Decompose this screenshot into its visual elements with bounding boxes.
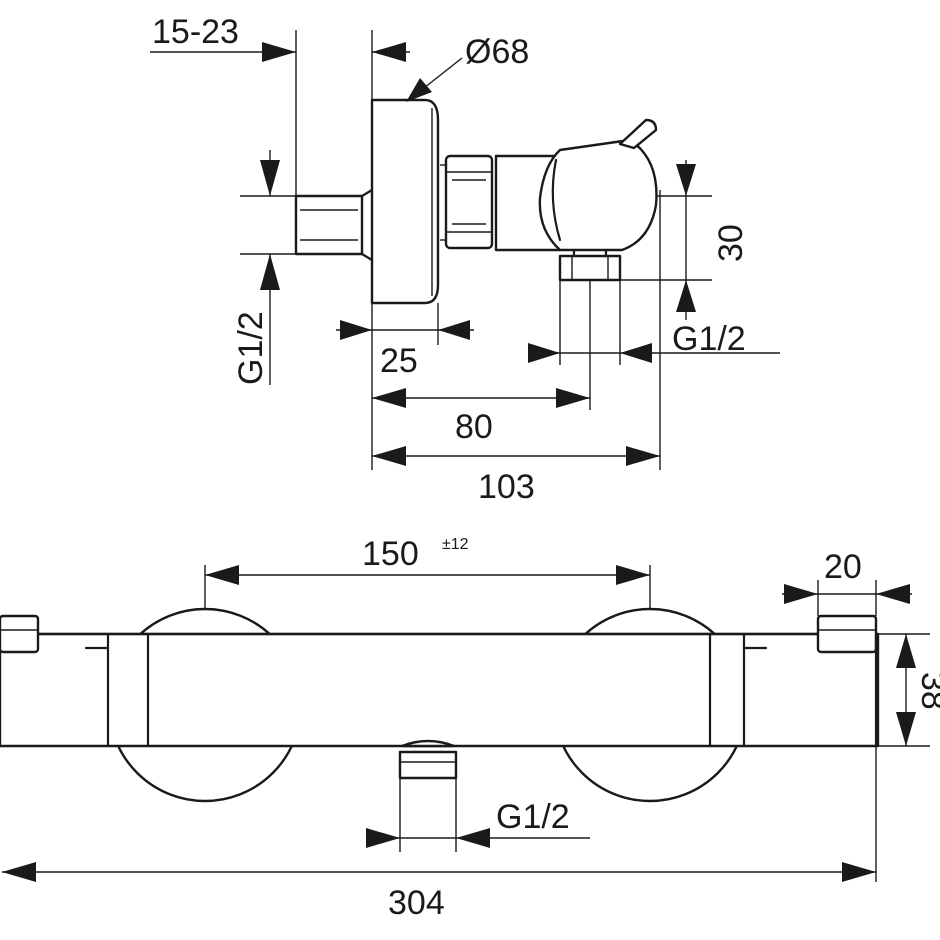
- dim-diameter-label: Ø68: [465, 33, 529, 71]
- end-cap-left: [0, 614, 40, 654]
- bottom-outlet: [398, 750, 458, 780]
- handle-knob: [538, 138, 658, 252]
- dim-g12-left-label: G1/2: [232, 311, 270, 385]
- side-view: [294, 98, 658, 305]
- dim-38-label: 38: [914, 672, 940, 710]
- dim-103-label: 103: [478, 468, 535, 506]
- dim-150-tolerance: ±12: [442, 536, 469, 553]
- mixer-bar-body: [0, 632, 880, 748]
- front-view: [0, 607, 880, 803]
- front-view-dimensions: 150 ±12 20 38 G1/2 304: [2, 535, 940, 922]
- dim-20-label: 20: [824, 548, 862, 586]
- side-view-dimensions: 15-23 Ø68 G1/2 30 25 G1/2 80: [150, 13, 780, 506]
- wall-rosette: [370, 98, 440, 305]
- dim-80-label: 80: [455, 408, 493, 446]
- end-cap-right: [816, 614, 878, 654]
- dim-g12-right-label: G1/2: [672, 320, 746, 358]
- handle-lever: [618, 118, 658, 150]
- dim-25-label: 25: [380, 342, 418, 380]
- outlet-nut: [558, 254, 622, 282]
- dim-30-label: 30: [712, 224, 750, 262]
- hex-nut: [444, 154, 494, 250]
- dim-15-23-label: 15-23: [152, 13, 239, 51]
- wall-connector: [294, 194, 364, 256]
- outlet-dome: [400, 739, 456, 748]
- dim-304-label: 304: [388, 884, 445, 922]
- dim-g12-bottom-label: G1/2: [496, 798, 570, 836]
- dim-150-label: 150: [362, 535, 419, 573]
